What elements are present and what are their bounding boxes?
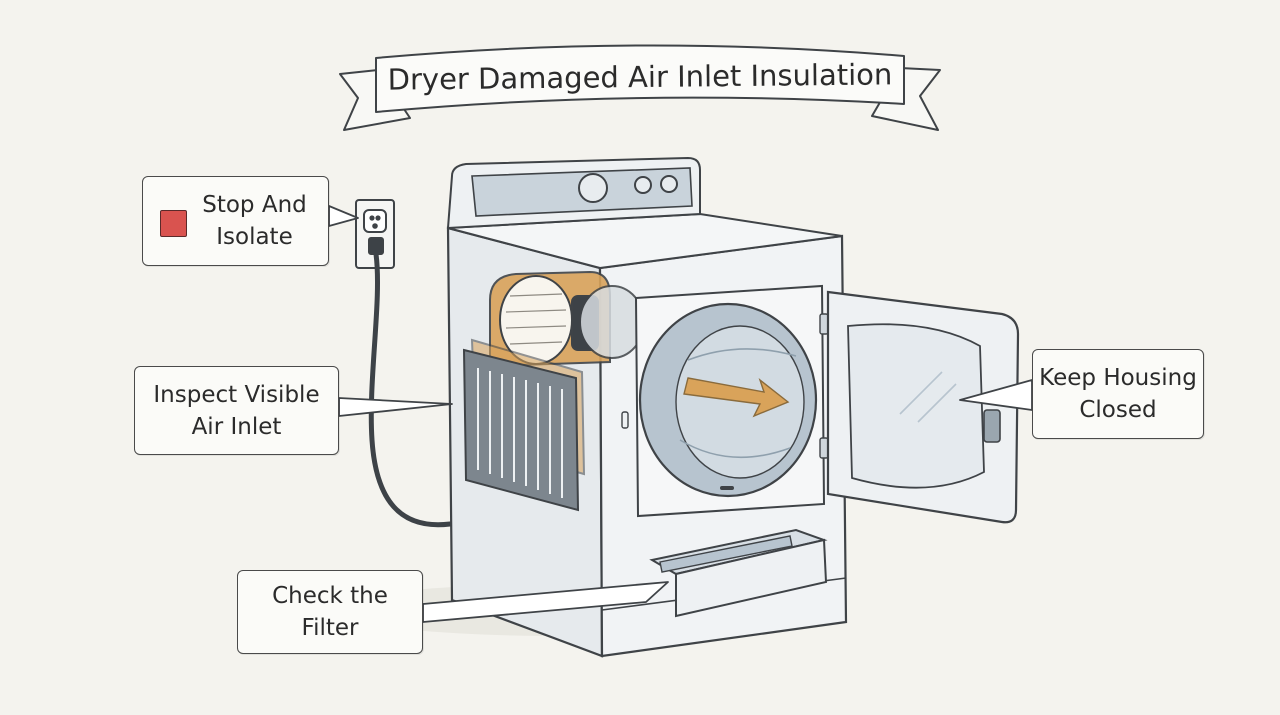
control-knob-2 [660,175,678,193]
callout-stop-line2: Isolate [216,224,293,250]
leader-filter [422,581,669,623]
control-knob-1 [634,176,652,194]
callout-inspect-line2: Air Inlet [191,413,282,440]
air-inlet-grille [462,338,586,512]
callout-stop-and-isolate: Stop And Isolate [142,176,329,266]
control-dial [578,173,608,203]
title-ribbon [339,44,941,131]
door-handle [983,409,1001,443]
callout-filter-line2: Filter [301,615,359,641]
drum-ribs [679,348,797,459]
ribbon-main [375,44,905,113]
door-latch-slot [621,411,629,429]
callout-inspect-air-inlet: Inspect Visible Air Inlet [134,366,339,455]
diagram-title: Dryer Damaged Air Inlet Insulation [387,57,893,97]
door-glass-shine [899,371,957,423]
door-window [847,323,985,489]
callout-filter-line1: Check the [272,583,388,609]
leader-lines [328,205,1033,623]
door-hinge-bottom [819,437,829,459]
power-cord [368,251,453,528]
callout-stop-line1: Stop And [202,192,307,218]
leader-stop [328,205,359,227]
power-outlet [355,199,395,269]
callout-keep-line2: Closed [1079,397,1157,423]
leader-inspect [338,397,453,417]
callout-keep-housing-closed: Keep Housing Closed [1032,349,1204,439]
ribbon-right-tail [871,67,941,131]
filter-drawer [649,528,828,618]
front-button [720,486,734,490]
callout-check-filter: Check the Filter [237,570,423,654]
airflow-arrow [683,377,790,418]
warning-square-icon [160,210,187,237]
callout-keep-line1: Keep Housing [1039,365,1197,391]
callout-inspect-line1: Inspect Visible [153,381,320,408]
door-hinge-top [819,313,829,335]
grille-slats [477,368,563,498]
insulation-roll [489,270,645,368]
